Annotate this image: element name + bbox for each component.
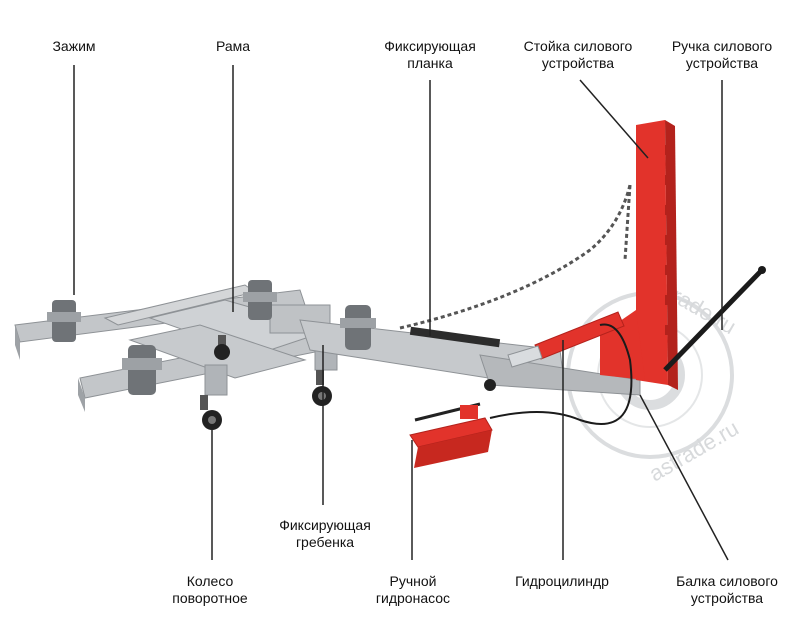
label-fixing-bar-line2: планка xyxy=(407,55,453,71)
label-fixing-bar-line1: Фиксирующая xyxy=(384,38,476,54)
label-hydraulic-cylinder: Гидроцилиндр xyxy=(515,573,609,590)
label-clamp: Зажим xyxy=(52,38,95,55)
label-wheel-line1: Колесо xyxy=(186,573,234,589)
label-fixing-bar: Фиксирующая планка xyxy=(384,38,476,72)
label-fixing-comb: Фиксирующая гребенка xyxy=(279,517,371,551)
leader-line-tower xyxy=(579,79,649,159)
label-tower-handle-line1: Ручка силового xyxy=(671,38,773,54)
caster-wheel xyxy=(200,395,222,430)
label-tower-line2: устройства xyxy=(541,55,615,71)
label-clamp-text: Зажим xyxy=(52,38,96,54)
caster-wheel xyxy=(484,379,496,391)
label-tower-line1: Стойка силового xyxy=(523,38,633,54)
leader-line-tower-beam xyxy=(639,394,729,561)
clamp-right-rear xyxy=(243,280,277,320)
label-tower-beam: Балка силового устройства xyxy=(676,573,778,607)
label-tower-handle: Ручка силового устройства xyxy=(672,38,772,72)
caster-wheel xyxy=(312,370,332,406)
clamp-right-front xyxy=(340,305,376,350)
leader-lines xyxy=(73,65,729,561)
fixing-bar xyxy=(409,326,501,348)
label-tower-beam-line2: устройства xyxy=(690,590,764,606)
label-tower-beam-line1: Балка силового xyxy=(676,573,778,589)
label-hand-pump-line2: гидронасос xyxy=(375,590,451,606)
clamps xyxy=(47,280,376,395)
label-wheel: Колесо поворотное xyxy=(172,573,247,607)
label-frame-text: Рама xyxy=(215,38,251,54)
label-fixing-comb-line2: гребенка xyxy=(295,534,355,550)
hydraulic-hose xyxy=(489,323,633,425)
power-tower xyxy=(600,120,678,390)
label-tower-handle-line2: устройства xyxy=(685,55,759,71)
label-frame: Рама xyxy=(216,38,250,55)
label-hand-pump: Ручной гидронасос xyxy=(376,573,450,607)
clamp-left-front xyxy=(122,345,162,395)
chain xyxy=(399,184,632,330)
label-tower: Стойка силового устройства xyxy=(524,38,633,72)
label-wheel-line2: поворотное xyxy=(172,590,248,606)
hand-pump xyxy=(409,402,493,468)
clamp-left-rear xyxy=(47,300,81,342)
tower-handle xyxy=(663,268,764,372)
caster-wheels xyxy=(200,335,496,430)
caster-wheel xyxy=(214,335,230,360)
label-hydraulic-cylinder-text: Гидроцилиндр xyxy=(515,573,609,589)
label-fixing-comb-line1: Фиксирующая xyxy=(279,517,371,533)
label-hand-pump-line1: Ручной xyxy=(389,573,437,589)
